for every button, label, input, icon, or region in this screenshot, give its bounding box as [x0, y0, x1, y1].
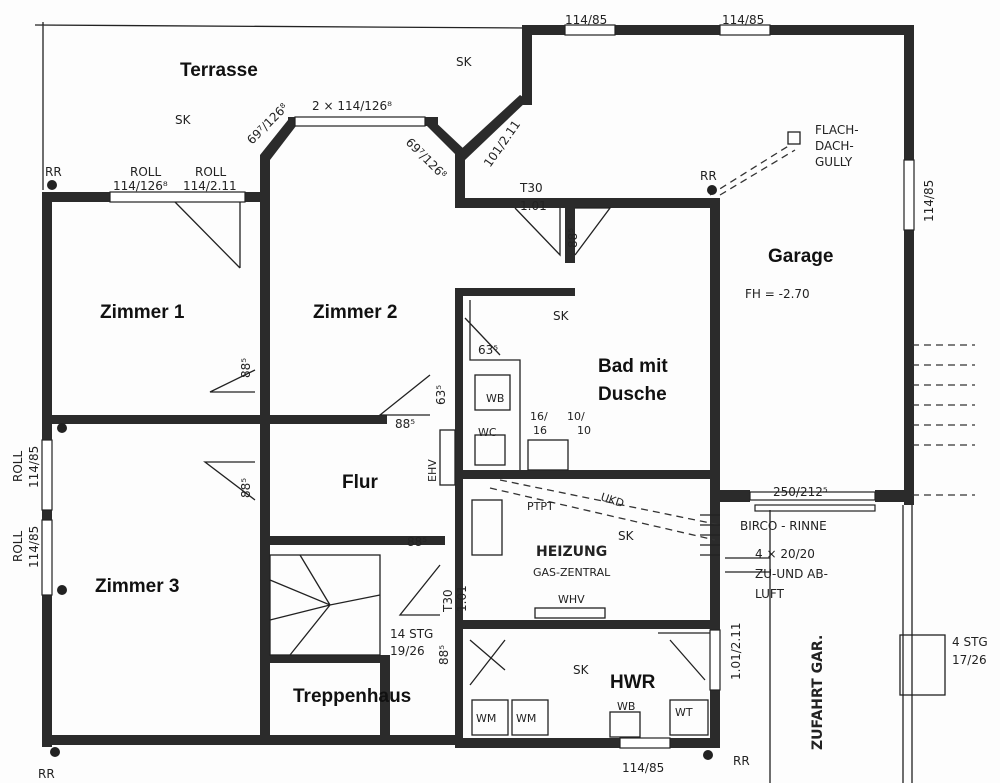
- wm-label: WM: [516, 712, 536, 725]
- wm-label: WM: [476, 712, 496, 725]
- roll-label: ROLL: [195, 165, 226, 179]
- room-garage: Garage: [768, 246, 833, 267]
- roll-label: ROLL: [11, 531, 25, 562]
- door-size: 1.01: [455, 585, 469, 612]
- door-size: 88⁵: [239, 478, 253, 498]
- window-size: 114/2.11: [183, 179, 237, 193]
- roll-label: ROLL: [11, 451, 25, 482]
- room-treppenhaus: Treppenhaus: [293, 686, 411, 707]
- room-zimmer-2: Zimmer 2: [313, 302, 397, 323]
- fixtures: [174, 131, 975, 783]
- sk-label: SK: [175, 113, 192, 127]
- window-size: 114/85: [722, 13, 764, 27]
- rr-label: RR: [700, 169, 717, 183]
- wb-label: WB: [486, 392, 504, 405]
- vent-label: ZU-UND AB-: [755, 567, 828, 581]
- roll-label: ROLL: [130, 165, 161, 179]
- room-bad-line1: Bad mit: [598, 356, 668, 377]
- door-size: 63⁵: [434, 385, 448, 405]
- window-size: 114/85: [27, 446, 41, 488]
- door-size: 88⁵: [437, 645, 451, 665]
- room-terrasse: Terrasse: [180, 60, 258, 81]
- room-hwr: HWR: [610, 672, 656, 693]
- door-size: 88⁵: [407, 535, 427, 549]
- rr-label: RR: [38, 767, 55, 781]
- window-size: 2 × 114/126⁸: [312, 99, 392, 113]
- stair-label: 16/: [530, 410, 548, 423]
- door-size: 1.01: [520, 199, 547, 213]
- room-flur: Flur: [342, 472, 378, 493]
- stair-count: 4 STG: [952, 635, 988, 649]
- window-size: 114/85: [565, 13, 607, 27]
- door-t30: T30: [441, 589, 455, 613]
- walls: [42, 25, 914, 748]
- sk-label: SK: [553, 309, 570, 323]
- door-size: 63⁵: [478, 343, 498, 357]
- garage-door-size: 250/212⁵: [773, 485, 828, 499]
- window-size: 114/85: [622, 761, 664, 775]
- sk-label: SK: [618, 529, 635, 543]
- rr-label: RR: [45, 165, 62, 179]
- gully-label: DACH-: [815, 139, 854, 153]
- stair-label: 10/: [567, 410, 585, 423]
- rr-label: RR: [733, 754, 750, 768]
- whv-label: WHV: [558, 593, 585, 606]
- door-t30: T30: [519, 181, 543, 195]
- stair-label: 10: [577, 424, 591, 437]
- stair-count: 14 STG: [390, 627, 433, 641]
- rain-pipes: [47, 180, 717, 760]
- door-size: 88⁵: [395, 417, 415, 431]
- zufahrt-garage-label: ZUFAHRT GAR.: [810, 635, 826, 750]
- window-size: 114/126⁸: [113, 179, 168, 193]
- ukd-label: UKD: [599, 490, 626, 510]
- room-heizung: HEIZUNG: [536, 544, 607, 560]
- door-size: 88⁵: [566, 228, 580, 248]
- sk-label: SK: [456, 55, 473, 69]
- ehv-label: EHV: [426, 459, 439, 482]
- wc-label: WC: [478, 426, 497, 439]
- stair-label: 16: [533, 424, 547, 437]
- window-size: 114/85: [27, 526, 41, 568]
- floor-height: FH = -2.70: [745, 287, 810, 301]
- sk-label: SK: [573, 663, 590, 677]
- door-size: 88⁵: [239, 358, 253, 378]
- stair-size: 17/26: [952, 653, 987, 667]
- heizung-subtitle: GAS-ZENTRAL: [533, 566, 611, 579]
- birco-label: BIRCO - RINNE: [740, 519, 827, 533]
- door-size: 1.01/2.11: [729, 623, 743, 680]
- vent-label: LUFT: [755, 587, 785, 601]
- ptpt-label: PTPT: [527, 500, 554, 513]
- window-size: 114/85: [922, 180, 936, 222]
- wb-label: WB: [617, 700, 635, 713]
- vent-label: 4 × 20/20: [755, 547, 815, 561]
- wt-label: WT: [675, 706, 693, 719]
- window-size: 69⁷/126⁸: [403, 135, 450, 182]
- room-zimmer-1: Zimmer 1: [100, 302, 185, 323]
- room-bad-line2: Dusche: [598, 384, 667, 405]
- property-lines: [34, 22, 528, 190]
- windows: [41, 24, 915, 749]
- room-zimmer-3: Zimmer 3: [95, 576, 179, 597]
- gully-label: FLACH-: [815, 123, 859, 137]
- stair-size: 19/26: [390, 644, 425, 658]
- gully-label: GULLY: [815, 155, 853, 169]
